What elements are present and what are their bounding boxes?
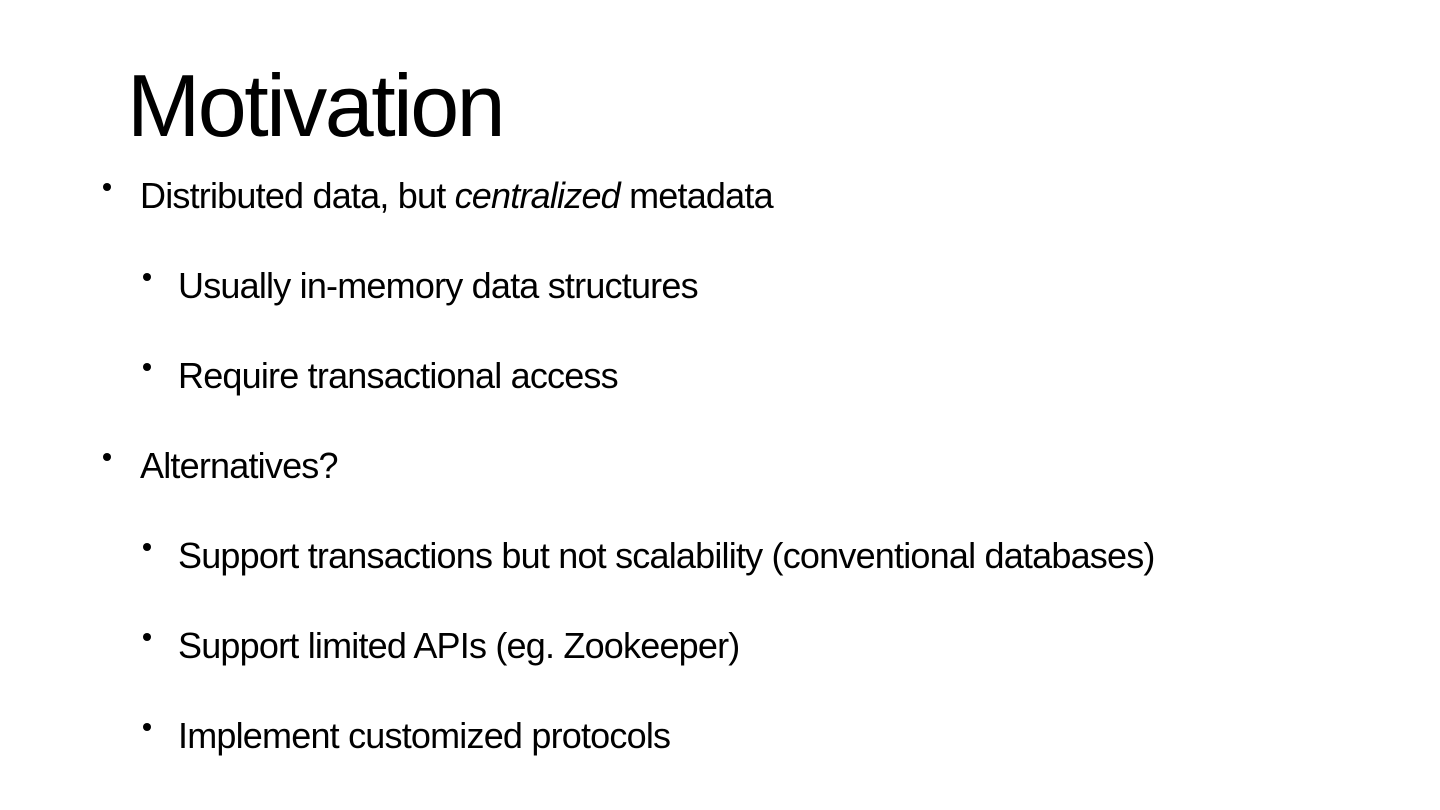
bullet-dot	[103, 183, 111, 191]
bullet-text: Usually in-memory data structures	[178, 265, 699, 306]
text-run: Distributed data, but	[140, 175, 455, 216]
bullet-item: Support transactions but not scalability…	[143, 534, 1155, 578]
text-run-italic: centralized	[454, 175, 621, 216]
bullet-text: Implement customized protocols	[178, 715, 671, 756]
bullet-item: Require transactional access	[143, 354, 619, 398]
bullet-text: Distributed data, but centralized metada…	[140, 174, 774, 218]
bullet-dot	[143, 273, 151, 281]
bullet-dot	[143, 633, 151, 641]
bullet-item: Distributed data, but centralized metada…	[103, 174, 774, 218]
bullet-dot	[143, 543, 151, 551]
bullet-item: Alternatives?	[103, 444, 339, 488]
slide-title: Motivation	[127, 56, 506, 155]
bullet-item: Support limited APIs (eg. Zookeeper)	[143, 624, 740, 668]
bullet-item: Implement customized protocols	[143, 714, 671, 758]
bullet-text: Support transactions but not scalability…	[178, 535, 1155, 576]
bullet-dot	[143, 363, 151, 371]
text-run: metadata	[619, 175, 774, 216]
bullet-text: Alternatives?	[140, 445, 339, 486]
bullet-item: Usually in-memory data structures	[143, 264, 699, 308]
bullet-text: Support limited APIs (eg. Zookeeper)	[178, 625, 740, 666]
bullet-dot	[143, 723, 151, 731]
bullet-dot	[103, 453, 111, 461]
bullet-text: Require transactional access	[178, 355, 619, 396]
